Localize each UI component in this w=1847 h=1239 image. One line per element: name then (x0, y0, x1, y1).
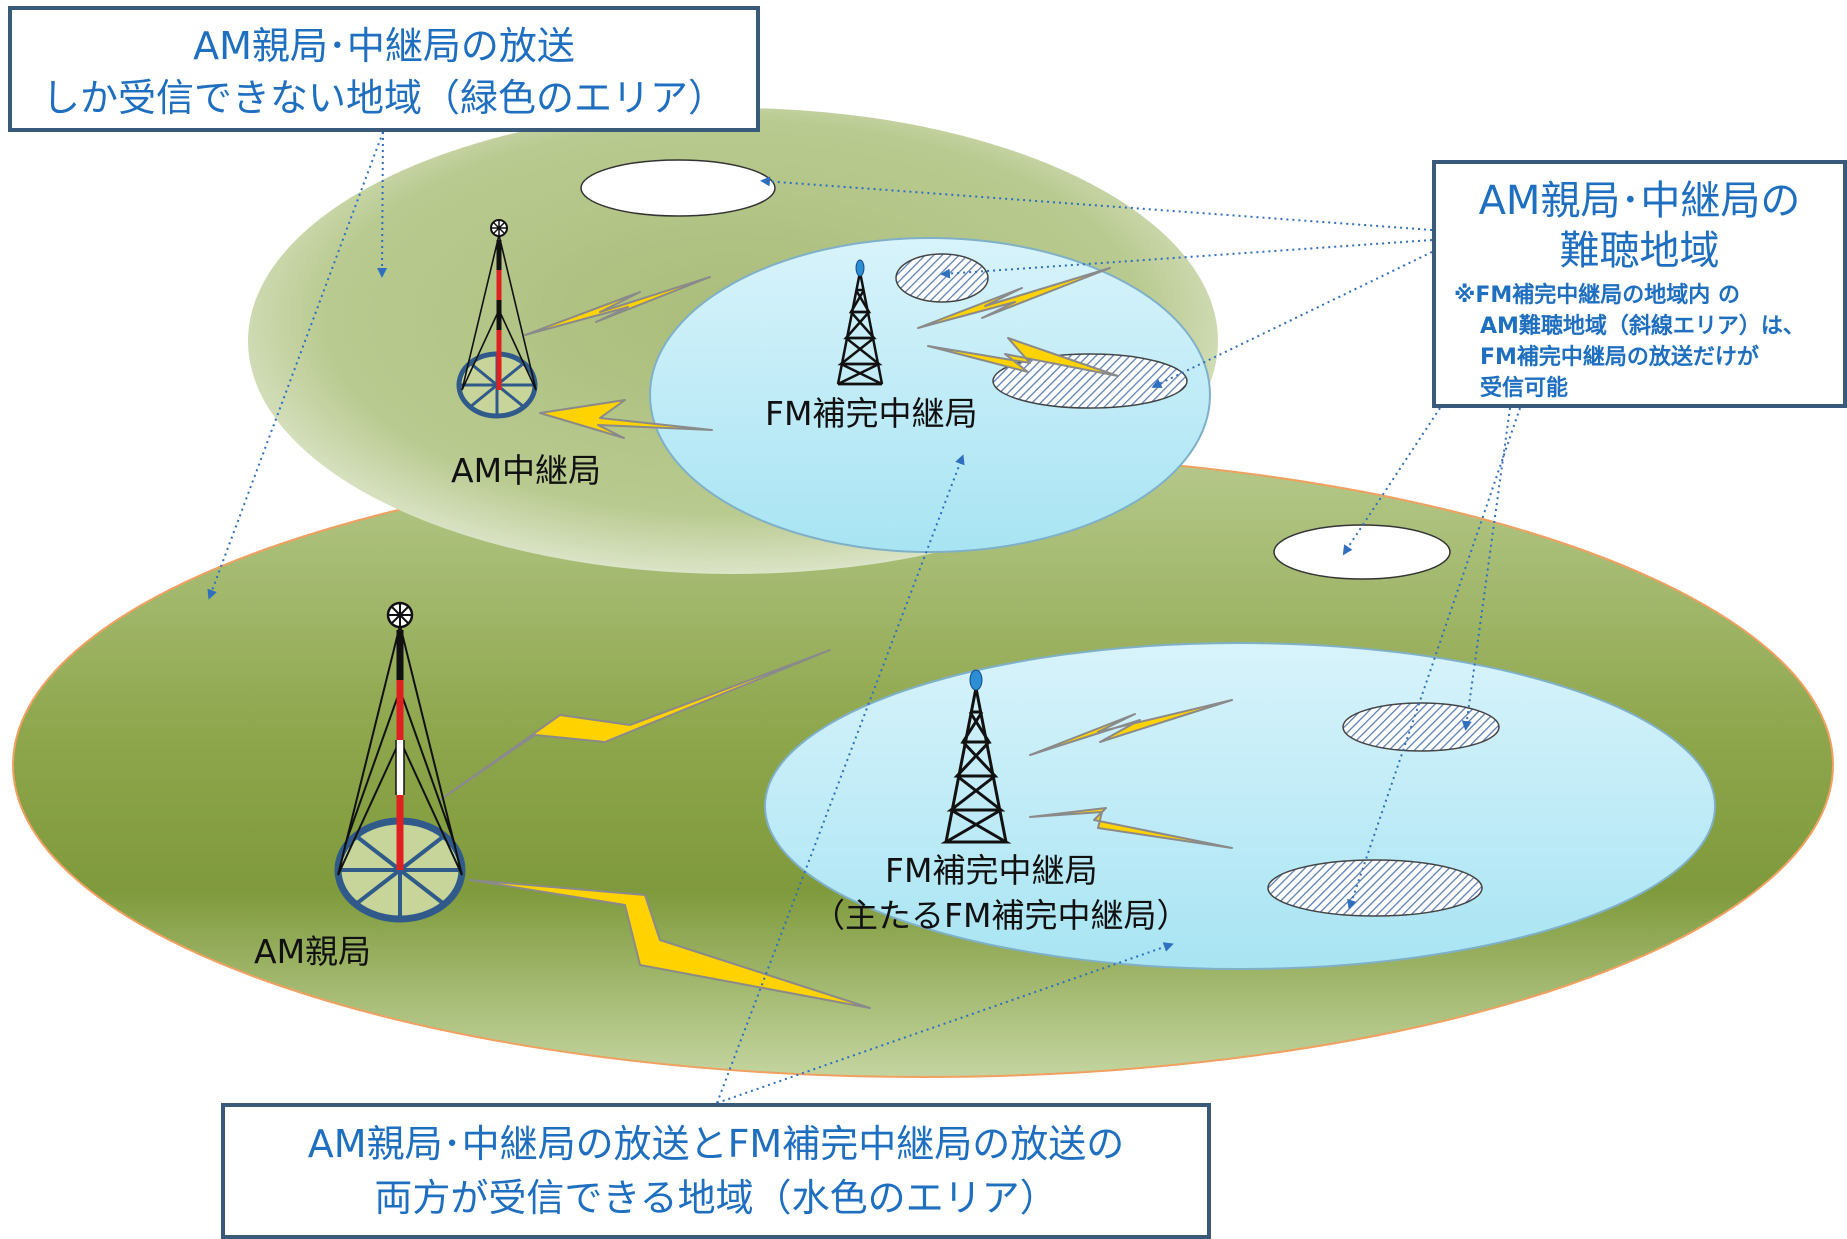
callout-difficult-note4: 受信可能 (1480, 376, 1569, 401)
callout-am-only-line2: しか受信できない地域（緑色のエリア） (41, 76, 726, 120)
lightning-icon-fm-upper-2 (927, 337, 1119, 377)
fm-antenna-tip-upper (855, 259, 865, 277)
lightning-icon-fm-main-1 (1029, 699, 1233, 756)
fm-relay-tower-icon-main (940, 687, 1012, 844)
difficult-area-white-lower (1273, 524, 1451, 580)
callout-difficult-title2: 難聴地域 (1559, 228, 1720, 274)
lightning-icon-fm-main-2 (1029, 807, 1233, 849)
pointer-both-to-fm-upper (716, 454, 965, 1104)
fm-relay-label-upper: FM補完中継局 (765, 394, 977, 433)
callout-both-line1: AM親局･中継局の放送とFM補完中継局の放送の (307, 1122, 1125, 1166)
callout-difficult-note1: ※FM補完中継局の地域内 の (1454, 283, 1740, 308)
am-relay-mast-icon (456, 219, 538, 419)
callout-difficult-reception-area: AM親局･中継局の 難聴地域 ※FM補完中継局の地域内 の AM難聴地域（斜線エ… (1432, 160, 1847, 408)
lightning-icon-am-main-2 (469, 879, 871, 1009)
pointer-difficult-to-white-upper (760, 176, 1433, 231)
difficult-area-hatched-4 (1267, 859, 1483, 917)
difficult-area-hatched-3 (1342, 702, 1500, 752)
callout-difficult-title1: AM親局･中継局の (1478, 178, 1801, 224)
difficult-area-white-upper (580, 159, 776, 217)
fm-relay-coverage-area-upper (649, 237, 1211, 553)
pointer-difficult-to-hatched-4 (1347, 407, 1521, 910)
fm-relay-label-main-sub: （主たるFM補完中継局） (812, 896, 1189, 935)
am-relay-label: AM中継局 (451, 451, 601, 490)
lightning-icon-am-relay-2 (539, 399, 713, 439)
callout-am-only-area: AM親局･中継局の放送 しか受信できない地域（緑色のエリア） (8, 6, 760, 132)
callout-difficult-note2: AM難聴地域（斜線エリア）は、 (1480, 314, 1805, 339)
callout-difficult-note3: FM補完中継局の放送だけが (1480, 345, 1759, 370)
fm-antenna-tip-main (969, 669, 983, 691)
pointer-both-to-fm-main (716, 942, 1174, 1104)
difficult-area-hatched-2 (992, 353, 1188, 409)
lightning-icon-am-main-1 (439, 649, 831, 801)
callout-am-and-fm-area: AM親局･中継局の放送とFM補完中継局の放送の 両方が受信できる地域（水色のエリ… (221, 1103, 1211, 1239)
fm-relay-label-main: FM補完中継局 (885, 851, 1097, 890)
fm-relay-tower-icon-upper (836, 271, 884, 386)
callout-both-line2: 両方が受信できる地域（水色のエリア） (374, 1176, 1058, 1220)
lightning-icon-fm-upper-1 (917, 267, 1111, 329)
am-main-label: AM親局 (254, 932, 371, 971)
am-main-mast-icon (334, 601, 466, 923)
lightning-icon-am-relay-1 (524, 276, 711, 336)
difficult-area-hatched-1 (895, 253, 989, 303)
pointer-green-to-am-main (207, 131, 384, 600)
callout-am-only-line1: AM親局･中継局の放送 (193, 24, 575, 68)
